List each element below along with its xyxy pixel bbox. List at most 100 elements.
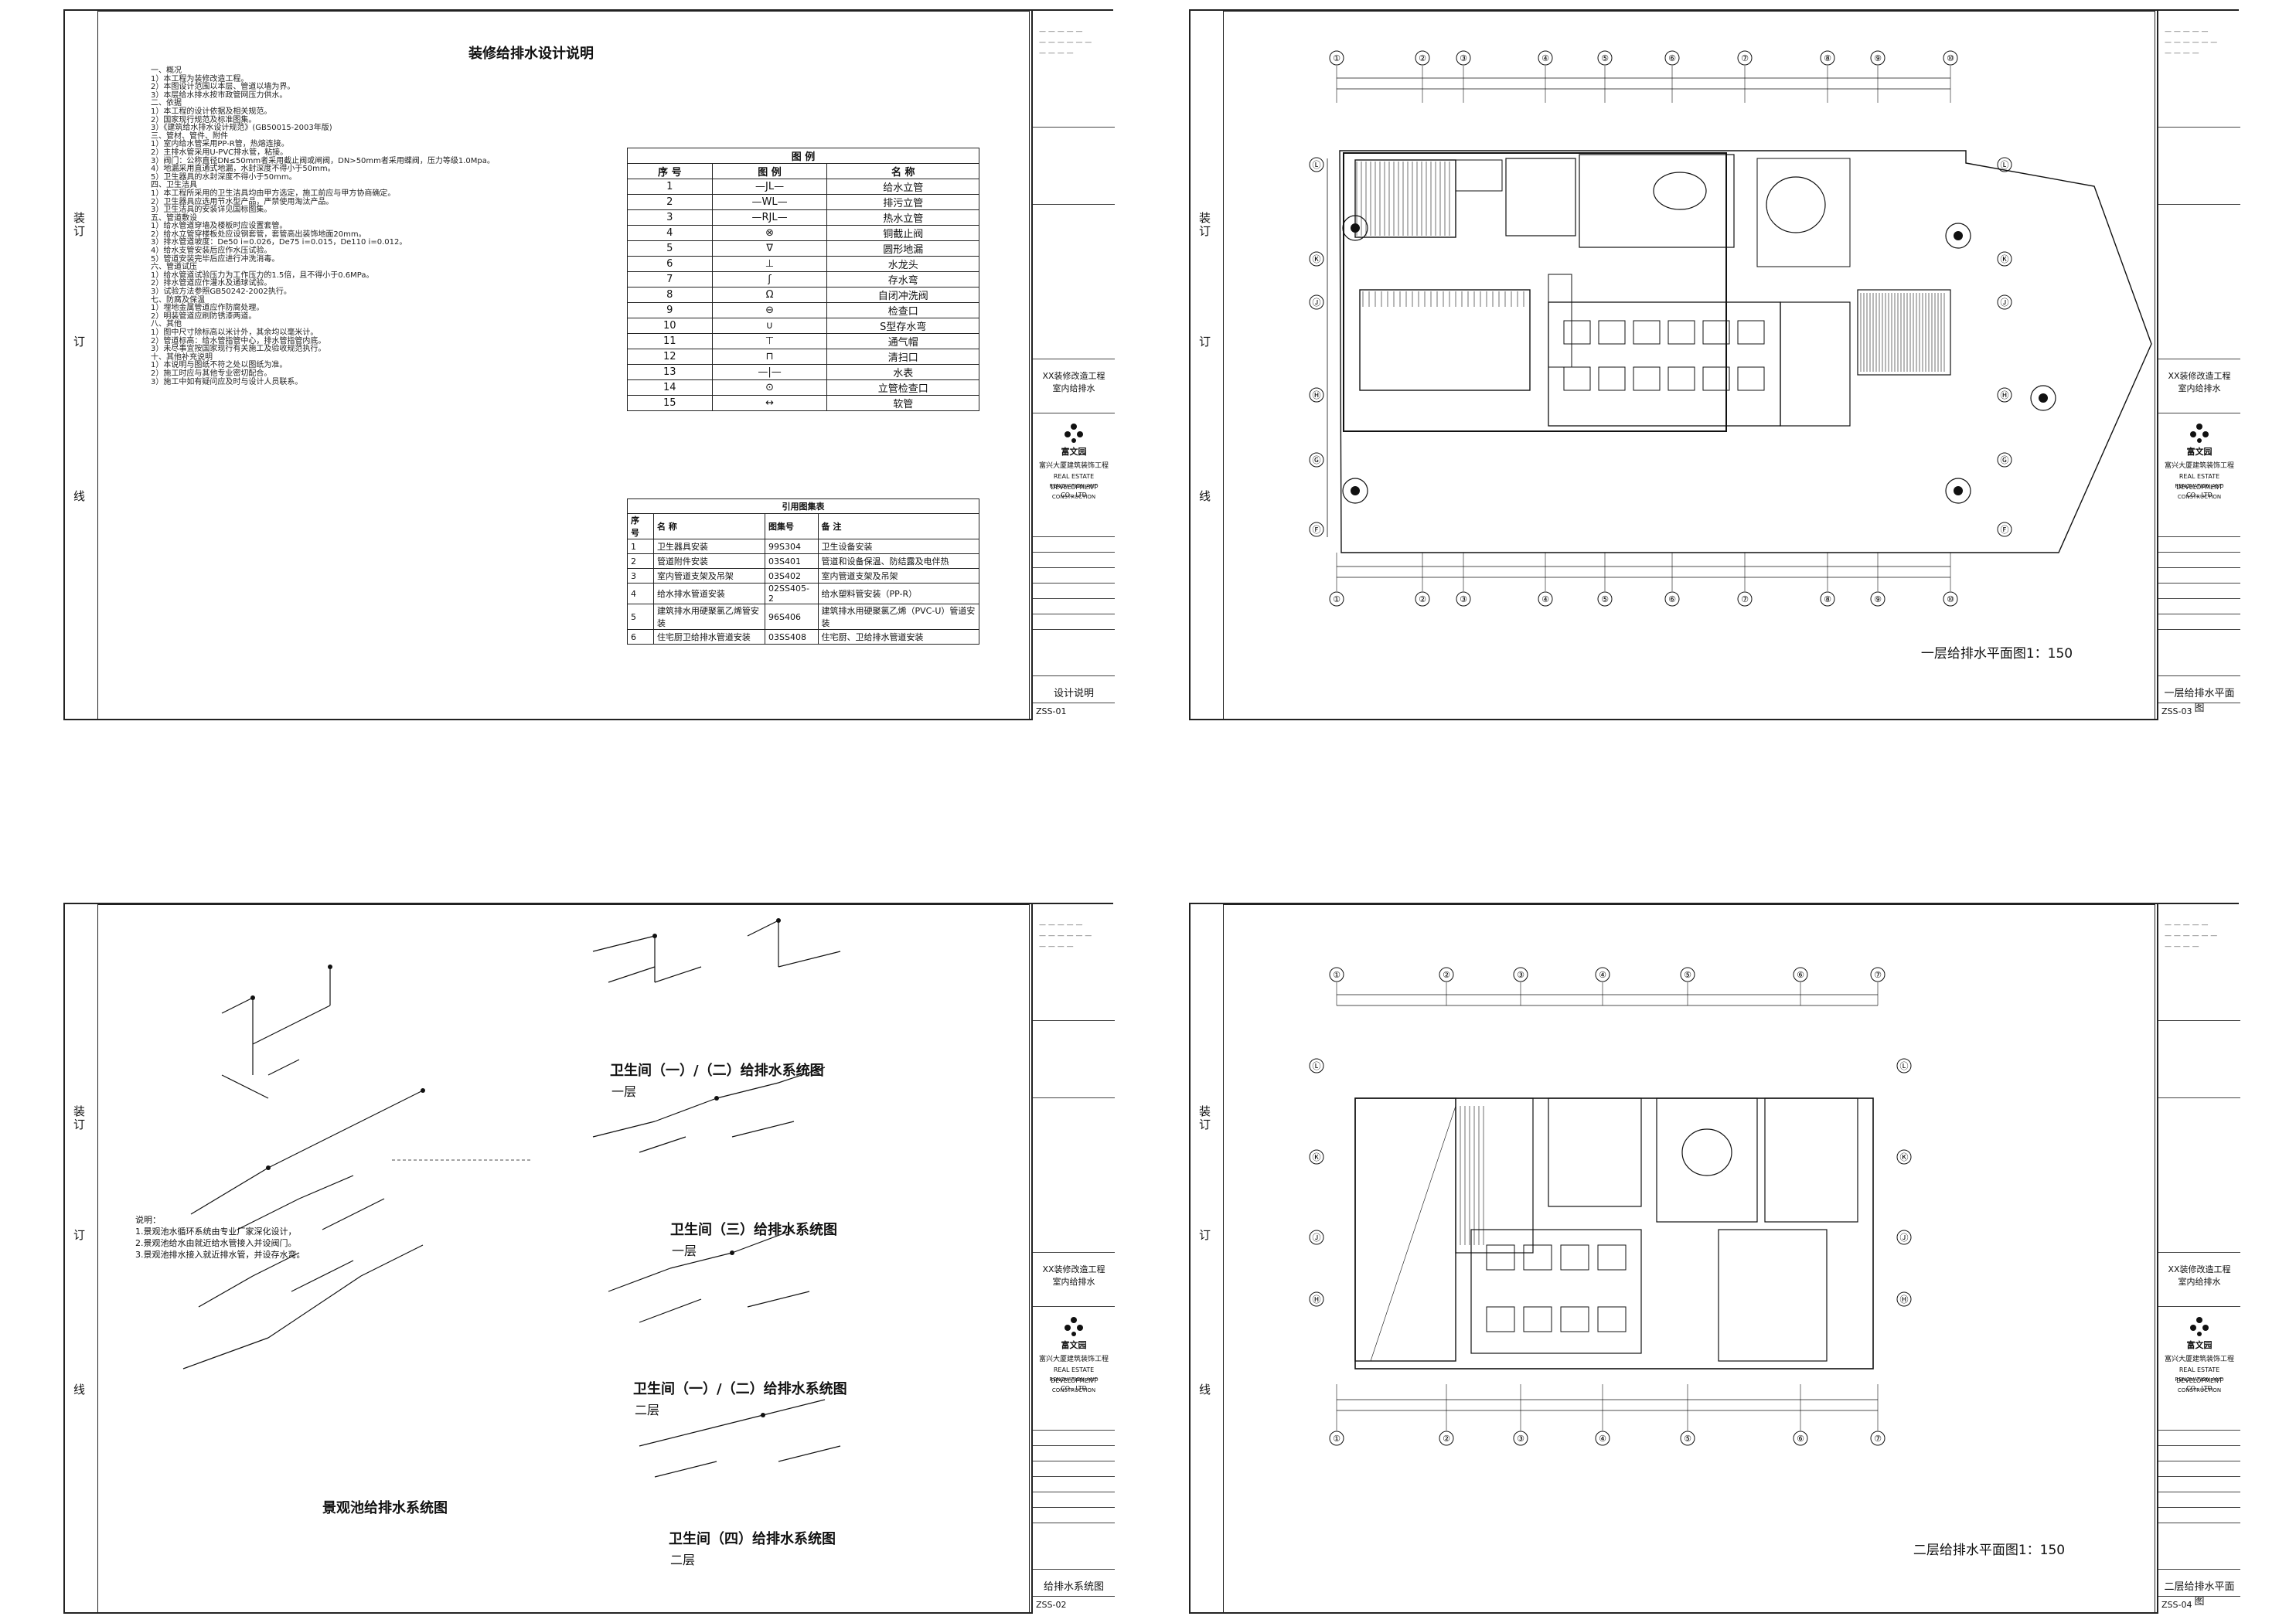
pipe-segment (298, 1005, 331, 1022)
pipe-node (776, 918, 781, 923)
axis-left-label: Ⓚ (1313, 254, 1321, 264)
axis-left-label: Ⓕ (1313, 525, 1321, 535)
firm-logo-icon (1065, 1317, 1083, 1336)
pipe-segment (291, 1260, 354, 1292)
toilet-cubicle (1702, 366, 1730, 391)
pipe-segment (298, 1175, 354, 1199)
toilet-cubicle (1667, 366, 1695, 391)
legend-cell: 铜截止阀 (826, 225, 979, 241)
drawing-number: ZSS-02 (1036, 1600, 1067, 1610)
axis-bottom-label-bubble (1793, 1431, 1808, 1446)
toilet-cubicle (1523, 1306, 1552, 1332)
axis-bottom-label: ⑧ (1824, 594, 1831, 604)
pipe-node (250, 995, 255, 1000)
pipe-node (761, 1413, 765, 1417)
pipe-segment (182, 1337, 269, 1370)
standards-cell: 室内管道支架及吊架 (652, 568, 766, 584)
standards-cell: 96S406 (765, 604, 819, 630)
axis-top-label-bubble (1439, 967, 1454, 982)
toilet-cubicle (1560, 1306, 1589, 1332)
legend-cell: 6 (627, 256, 713, 272)
toilet-cubicle (1598, 366, 1626, 391)
legend-row: 11⊤通气帽 (627, 333, 979, 349)
axis-top-label-bubble (1513, 967, 1528, 982)
legend-row: 6⊥水龙头 (627, 256, 979, 272)
firm-line: 富兴大厦建筑装饰工程 (1039, 1356, 1109, 1363)
standards-cell: 卫生设备安装 (817, 539, 980, 554)
pipe-segment (639, 1298, 702, 1323)
dining-room (1764, 1097, 1858, 1223)
axis-left-label: Ⓛ (1313, 160, 1321, 170)
legend-cell: ↔ (711, 395, 828, 411)
legend-header: 图 例 (711, 163, 828, 179)
firm-line: 富兴大厦建筑装饰工程 (1039, 462, 1109, 470)
planter-center (2039, 393, 2048, 403)
planter (2030, 385, 2056, 411)
subdiagram-title: 卫生间（三）给排水系统图 (670, 1222, 837, 1238)
legend-cell: —JL— (711, 179, 828, 195)
pipe-segment (329, 1090, 424, 1138)
axis-bottom-label-bubble (1870, 591, 1886, 607)
pipe-segment (731, 1229, 795, 1254)
standards-cell: 建筑排水用硬聚氯乙烯管安装 (652, 604, 766, 630)
pipe-node (652, 934, 657, 938)
axis-bottom-label: ⑥ (1797, 1434, 1804, 1444)
legend-title: 图 例 (627, 148, 979, 164)
firm-line: CO., LTD (2186, 1385, 2213, 1392)
drawing-name: 二层给排水平面图 (2164, 1581, 2235, 1608)
binding-label-bot: 线 (72, 1383, 86, 1397)
axis-left-label: Ⓛ (1313, 1061, 1321, 1071)
toilet-cubicle (1667, 320, 1695, 345)
standards-cell: 管道和设备保温、防结露及电伴热 (817, 553, 980, 569)
legend-cell: 9 (627, 302, 713, 318)
firm-logo-icon (2190, 424, 2209, 443)
pipe-segment (322, 1198, 385, 1230)
legend-cell: S型存水弯 (826, 318, 979, 334)
dining-room (1756, 158, 1851, 267)
legend-cell: ⊓ (711, 349, 828, 365)
legend-cell: 12 (627, 349, 713, 365)
storage-area (1359, 289, 1531, 391)
axis-top-label-bubble (1329, 967, 1344, 982)
system-notes: 说明： 1.景观池水循环系统由专业厂家深化设计， 2.景观池给水由就近给水管接入… (135, 1215, 305, 1260)
toilet-cubicle (1633, 320, 1661, 345)
pipe-segment (221, 1074, 269, 1099)
legend-header: 名 称 (826, 163, 979, 179)
pipe-node (421, 1088, 425, 1093)
axis-bottom-label-bubble (1820, 591, 1835, 607)
legend-cell: 水表 (826, 364, 979, 380)
axis-bottom-label: ⑥ (1668, 594, 1676, 604)
pipe-node (730, 1250, 734, 1255)
axis-top-label-bubble (1870, 967, 1886, 982)
legend-row: 4⊗铜截止阀 (627, 225, 979, 241)
pipe-segment (639, 1430, 702, 1447)
firm-line: REAL ESTATE DEVELOPMENT (2176, 473, 2223, 491)
axis-bottom-label-bubble (1595, 1431, 1610, 1446)
pipe-segment (762, 1399, 826, 1416)
design-notes-text: 一、概况 1）本工程为装修改造工程。 2）本图设计范围以本层、管道以墙为界。 3… (151, 66, 495, 386)
axis-left-label-bubble (1309, 1149, 1324, 1165)
pipe-segment (654, 1461, 717, 1478)
axis-bottom-label-bubble (1737, 591, 1753, 607)
axis-bottom-label: ② (1443, 1434, 1450, 1444)
firm-logo-text: 富文园 (1061, 447, 1087, 457)
legend-cell: 8 (627, 287, 713, 303)
standards-cell: 99S304 (765, 539, 819, 554)
legend-row: 12⊓清扫口 (627, 349, 979, 365)
firm-line: REAL ESTATE DEVELOPMENT (2176, 1366, 2223, 1384)
firm-logo-icon (2190, 1317, 2209, 1336)
axis-top-label: ⑥ (1797, 970, 1804, 980)
pipe-node (714, 1096, 719, 1101)
axis-left-label: Ⓗ (1313, 1295, 1321, 1305)
legend-cell: 13 (627, 364, 713, 380)
standards-cell: 给水排水管道安装 (652, 583, 766, 604)
axis-right-label: Ⓕ (2001, 525, 2009, 535)
axis-right-label: Ⓚ (1900, 1152, 1909, 1162)
firm-line: REAL ESTATE DEVELOPMENT (1051, 473, 1097, 491)
building-outline (1354, 1097, 1874, 1370)
planter-center (1954, 231, 1963, 240)
